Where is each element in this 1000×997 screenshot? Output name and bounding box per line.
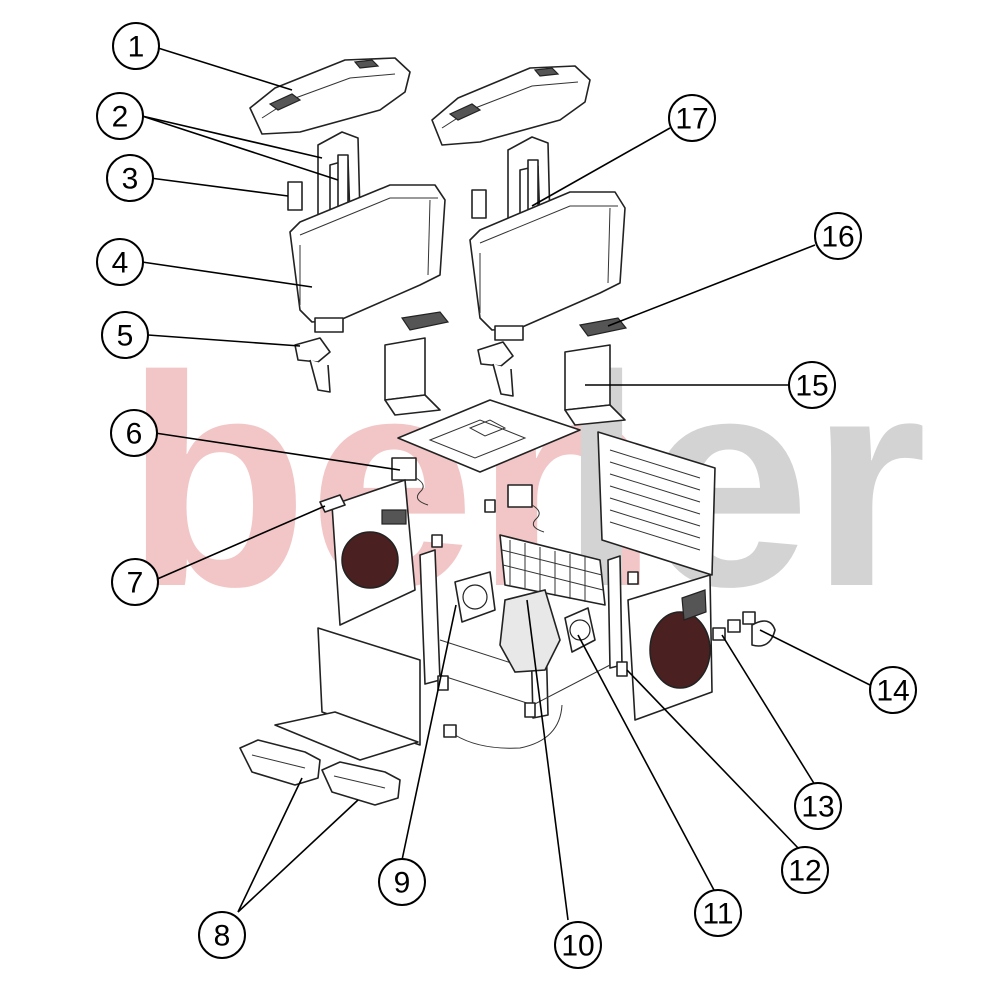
evaporator-cover-left	[384, 337, 441, 416]
svg-text:12: 12	[788, 855, 821, 888]
condenser	[499, 534, 606, 606]
svg-text:9: 9	[394, 867, 411, 900]
tap-left	[294, 337, 331, 393]
callouts: 1 2 3 4 5 6 7 8 9 10 11 12 13 14 15 16 1…	[96, 22, 917, 969]
gasket-right	[578, 317, 628, 337]
motor-right	[507, 484, 545, 533]
lid-left	[249, 57, 411, 135]
tap-right	[477, 341, 514, 397]
bowl-left	[289, 184, 446, 333]
svg-text:6: 6	[126, 418, 143, 451]
svg-text:1: 1	[128, 31, 145, 64]
callout-7: 7	[111, 558, 159, 606]
svg-text:2: 2	[112, 101, 129, 134]
svg-text:3: 3	[122, 163, 139, 196]
callout-17: 17	[668, 94, 716, 142]
callout-10: 10	[554, 921, 602, 969]
switches	[712, 611, 756, 641]
feet	[431, 499, 639, 718]
drip-tray-right	[321, 761, 401, 806]
drip-tray-left	[239, 739, 321, 786]
gasket-left	[400, 311, 450, 331]
svg-text:7: 7	[127, 567, 144, 600]
callout-2: 2	[96, 92, 144, 140]
svg-text:15: 15	[795, 370, 828, 403]
callout-9: 9	[378, 858, 426, 906]
bowl-right	[469, 191, 626, 341]
callout-14: 14	[869, 666, 917, 714]
switch-cover	[751, 620, 776, 647]
callout-3: 3	[106, 154, 154, 202]
leader-lines	[141, 47, 871, 921]
power-plug	[443, 724, 457, 738]
side-panel-left	[319, 479, 416, 626]
svg-text:16: 16	[821, 221, 854, 254]
callout-12: 12	[781, 846, 829, 894]
power-cable	[454, 704, 563, 749]
grille-panel	[597, 431, 716, 576]
seal-right	[471, 189, 487, 219]
parts-drawing	[239, 57, 776, 806]
svg-text:13: 13	[801, 791, 834, 824]
svg-text:10: 10	[561, 930, 594, 963]
callout-13: 13	[794, 782, 842, 830]
front-panel	[274, 627, 421, 761]
top-plate	[397, 399, 581, 473]
compressor	[499, 589, 561, 673]
callout-1: 1	[112, 22, 160, 70]
svg-text:17: 17	[675, 103, 708, 136]
side-panel-right	[627, 574, 713, 721]
svg-text:11: 11	[702, 898, 733, 931]
callout-5: 5	[101, 311, 149, 359]
callout-6: 6	[110, 409, 158, 457]
svg-text:14: 14	[876, 675, 909, 708]
lid-right	[431, 65, 591, 146]
svg-text:4: 4	[112, 247, 129, 280]
svg-text:8: 8	[214, 920, 231, 953]
evaporator-cover-right	[564, 344, 626, 426]
svg-text:5: 5	[117, 320, 134, 353]
callout-8: 8	[198, 911, 246, 959]
seal-left	[287, 181, 303, 211]
fan-right	[564, 607, 596, 653]
fan-left	[454, 571, 496, 623]
callout-4: 4	[96, 238, 144, 286]
callout-11: 11	[694, 889, 742, 937]
callout-15: 15	[788, 361, 836, 409]
callout-16: 16	[814, 212, 862, 260]
